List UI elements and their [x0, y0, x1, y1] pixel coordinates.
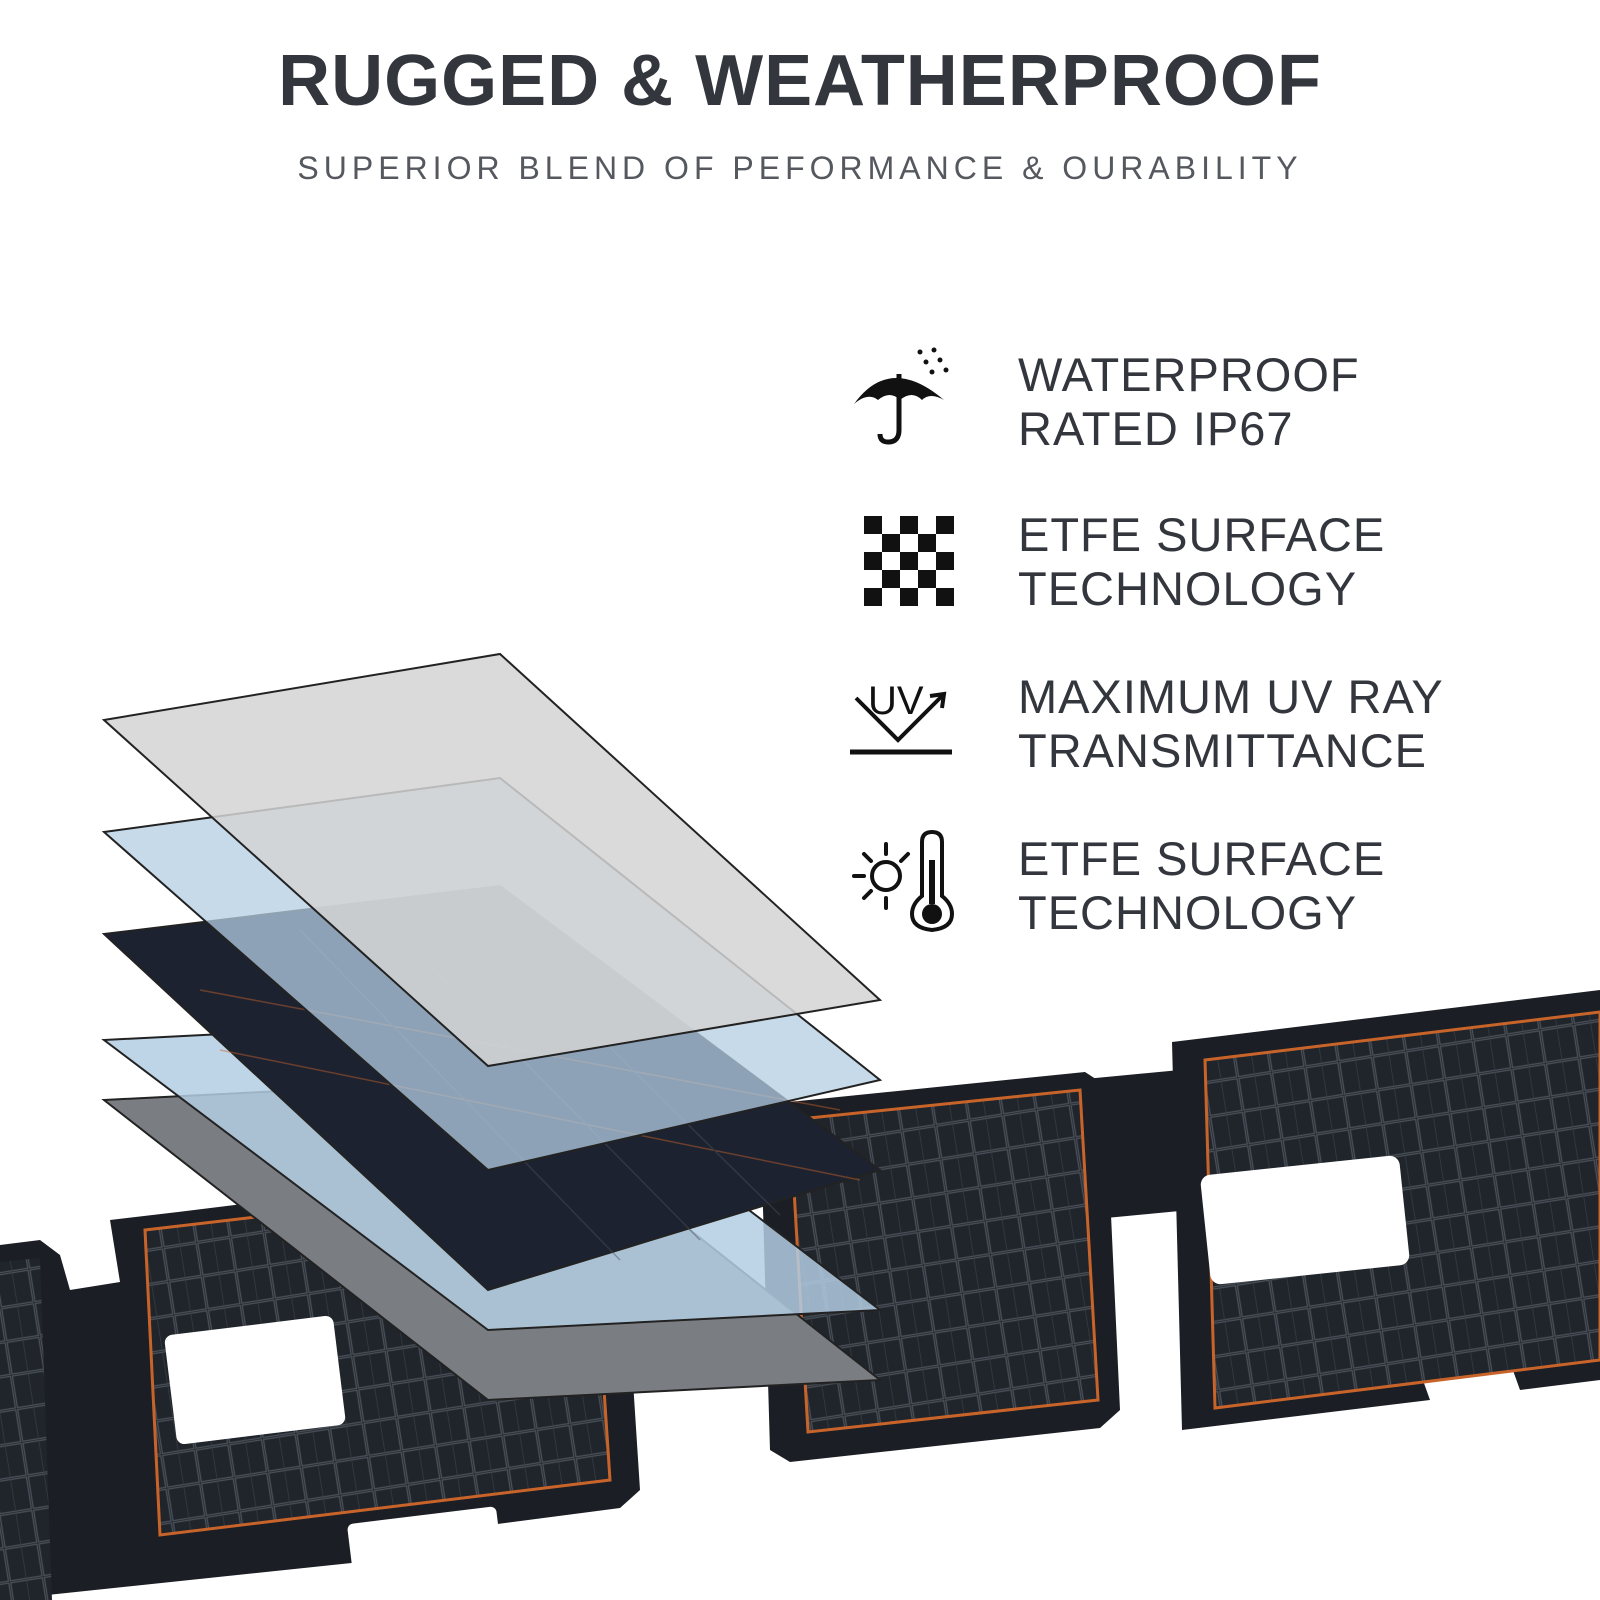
- feature-uv-transmittance: UV MAXIMUM UV RAY TRANSMITTANCE: [850, 668, 1570, 788]
- feature-waterproof: WATERPROOF RATED IP67: [850, 346, 1570, 466]
- feature-line-2: TRANSMITTANCE: [1018, 724, 1428, 777]
- feature-line-1: WATERPROOF: [1018, 348, 1360, 401]
- uv-icon-text: UV: [868, 679, 924, 723]
- uv-ray-icon: UV: [850, 679, 952, 755]
- feature-line-2: TECHNOLOGY: [1018, 886, 1358, 939]
- checkerboard-icon: [864, 516, 954, 606]
- feature-line-1: ETFE SURFACE: [1018, 508, 1386, 561]
- feature-line-2: RATED IP67: [1018, 402, 1294, 455]
- umbrella-rain-icon: [854, 347, 949, 445]
- sun-thermometer-icon: [852, 830, 955, 933]
- page-subtitle: SUPERIOR BLEND OF PEFORMANCE & OURABILIT…: [297, 150, 1303, 186]
- feature-etfe-surface: ETFE SURFACE TECHNOLOGY: [850, 506, 1570, 626]
- feature-etfe-surface-2: ETFE SURFACE TECHNOLOGY: [850, 830, 1570, 950]
- layer-stack: [101, 652, 883, 1402]
- feature-line-1: ETFE SURFACE: [1018, 832, 1386, 885]
- page-title: RUGGED & WEATHERPROOF: [278, 41, 1322, 121]
- feature-line-1: MAXIMUM UV RAY: [1018, 670, 1444, 723]
- feature-line-2: TECHNOLOGY: [1018, 562, 1358, 615]
